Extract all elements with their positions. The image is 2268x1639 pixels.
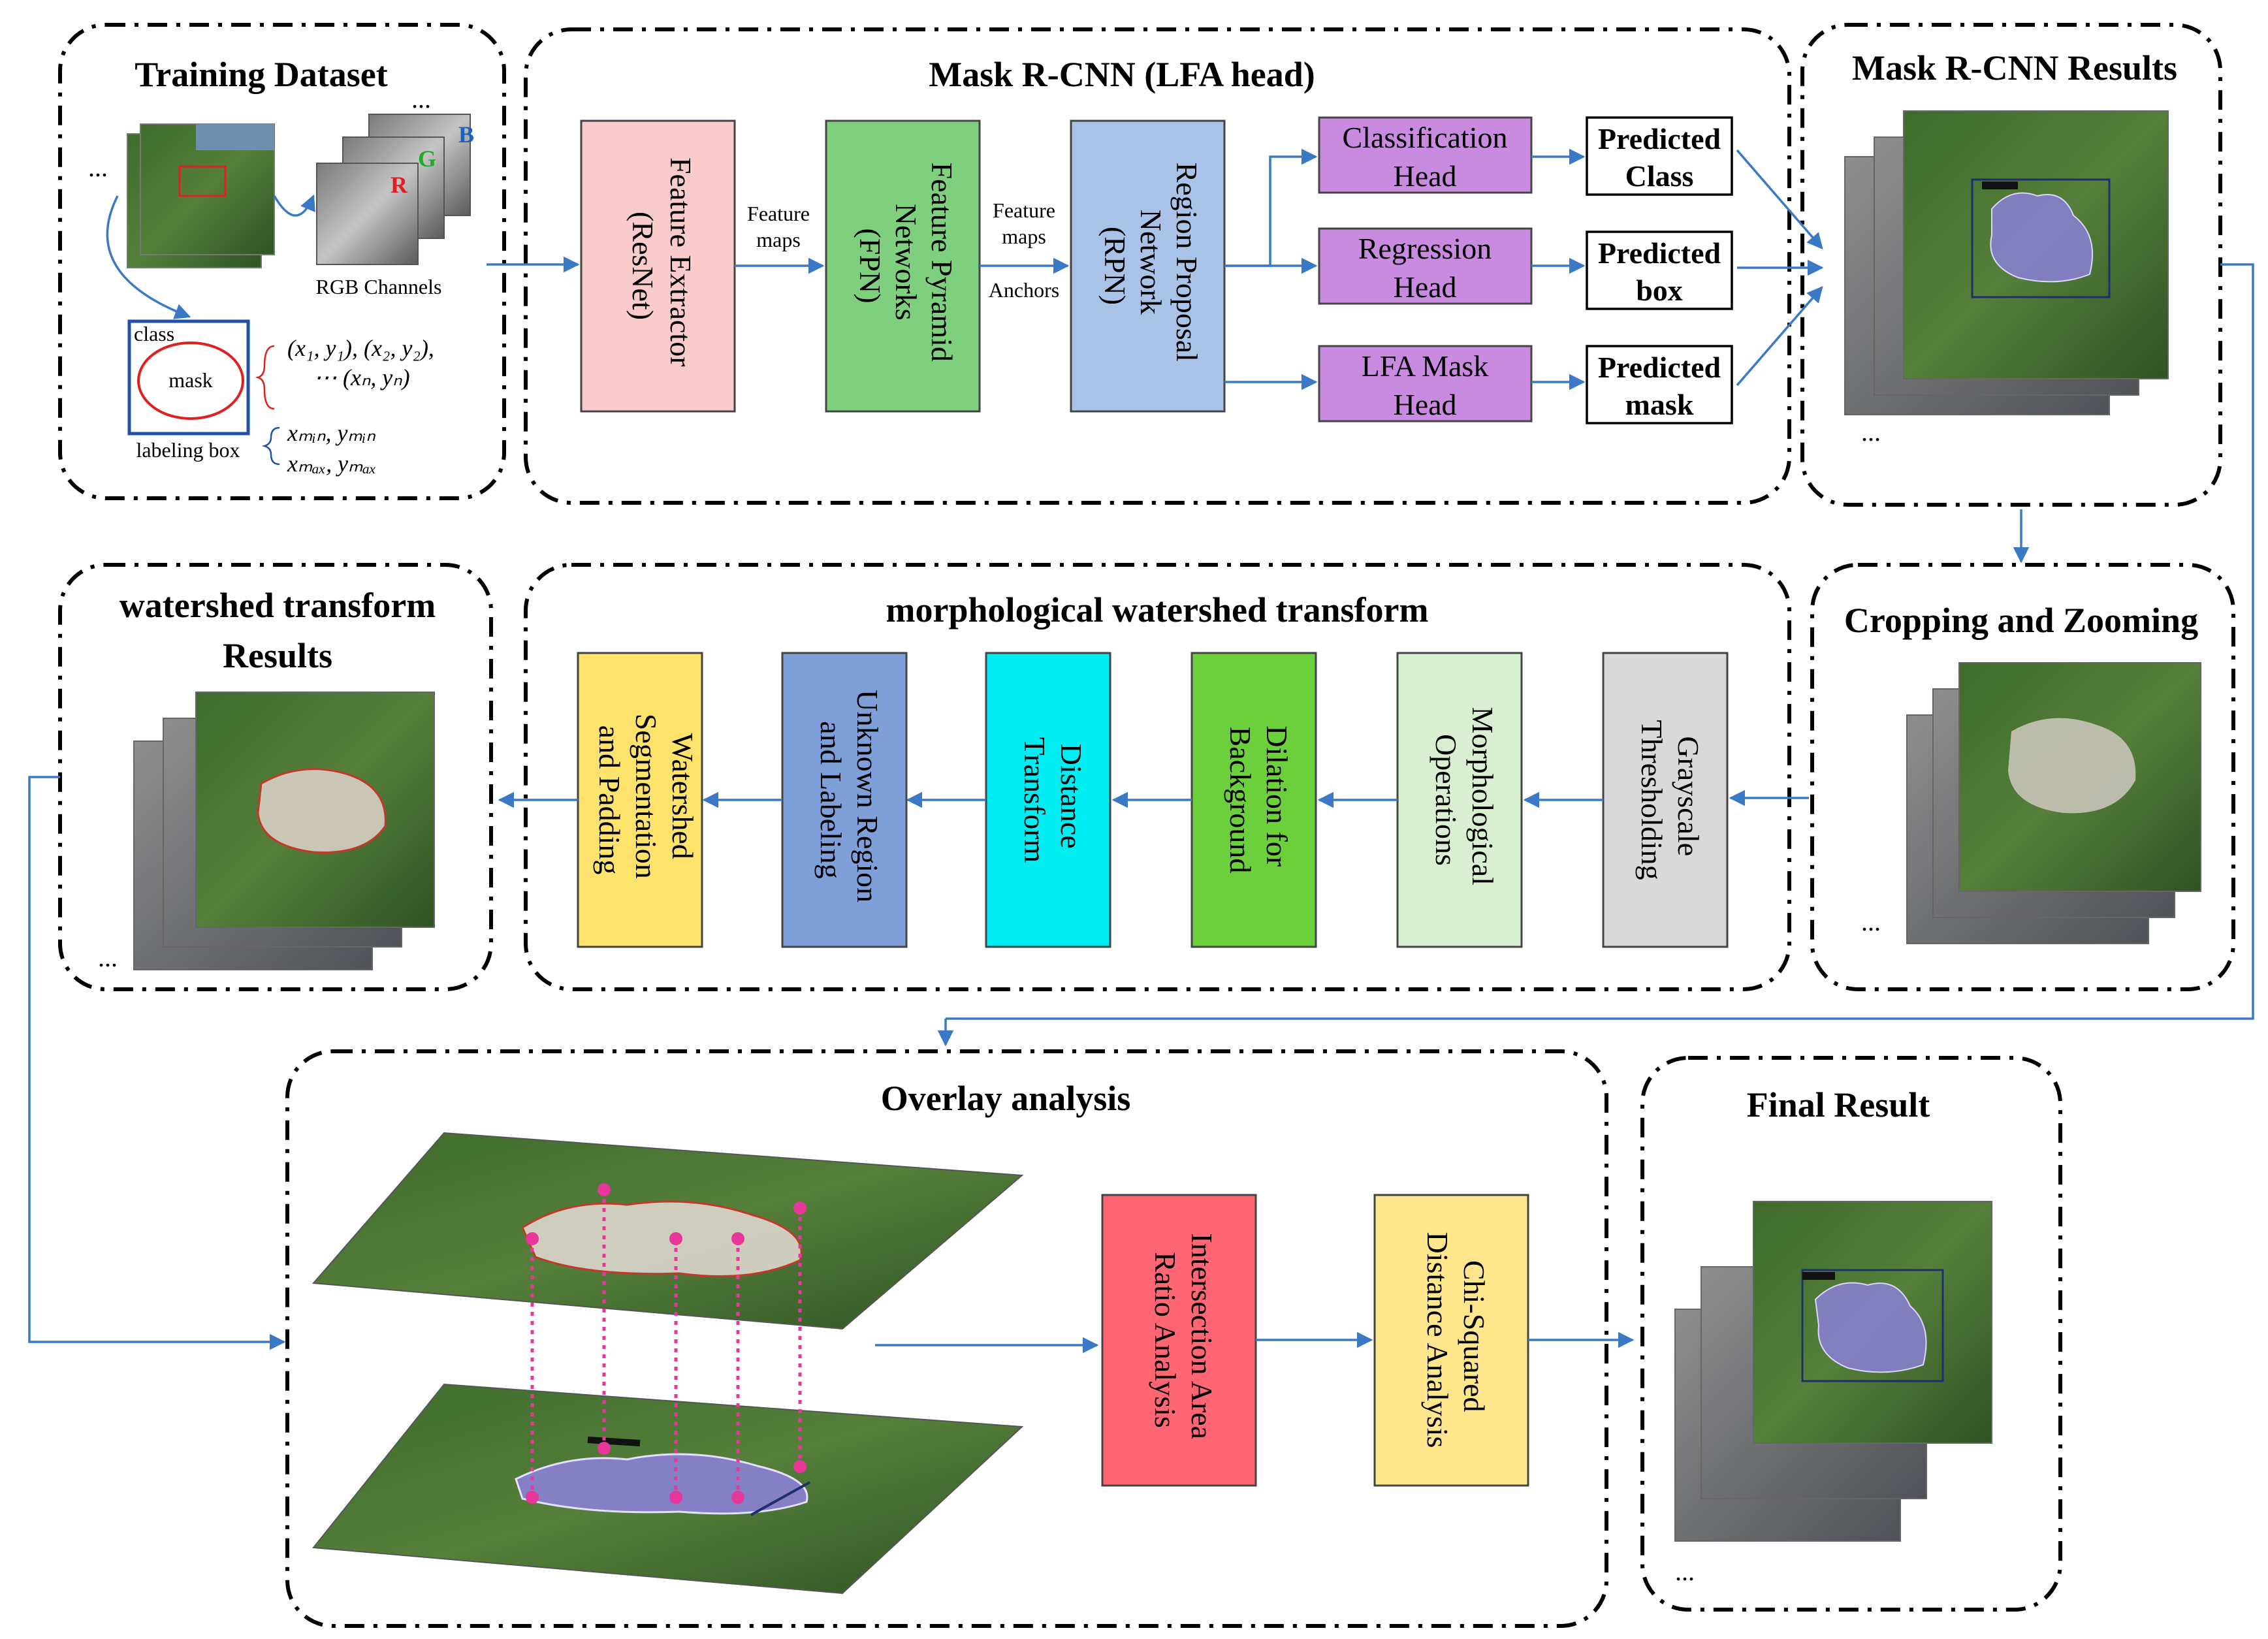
watershed-results-image-stack — [133, 692, 435, 970]
unknown-region-label: Unknown Region and Labeling — [814, 690, 884, 910]
bbox-max-coords: xₘₐₓ, yₘₐₓ — [287, 451, 376, 477]
overlay-title: Overlay analysis — [881, 1079, 1131, 1118]
bbox-min-coords: xₘᵢₙ, yₘᵢₙ — [287, 420, 376, 446]
channel-g-label: G — [418, 146, 436, 172]
morphological-operations-box — [1396, 652, 1523, 948]
chi-squared-label: Chi-Squared Distance Analysis — [1421, 1232, 1491, 1448]
overlay-correspondence-pins — [526, 1183, 807, 1504]
feature-maps-label-2a: Feature — [993, 199, 1055, 222]
connector-results-to-overlay — [946, 263, 2254, 1020]
rgb-channel-stack — [316, 114, 471, 265]
regression-head-box — [1318, 227, 1533, 305]
watershed-results-ellipsis: ... — [98, 943, 118, 972]
cropping-ellipsis: ... — [1861, 907, 1881, 936]
predicted-class-label-1: Predicted — [1598, 122, 1721, 155]
morphological-operations-label: Morphological Operations — [1429, 707, 1499, 893]
feature-extractor-box — [580, 119, 736, 413]
classification-head-box — [1318, 116, 1533, 194]
feature-maps-label-2b: maps — [1002, 225, 1046, 248]
labeling-box-caption: labeling box — [136, 438, 240, 462]
cropping-image-stack — [1906, 662, 2201, 944]
predicted-mask-label-2: mask — [1625, 388, 1694, 421]
labeling-box — [127, 319, 250, 436]
dilation-background-box — [1190, 652, 1317, 948]
overlay-frame — [285, 1049, 1608, 1628]
feature-extractor-label: Feature Extractor (ResNet) — [626, 157, 697, 374]
lfa-mask-head-label-2: Head — [1393, 388, 1456, 421]
feature-maps-label-1a: Feature — [747, 202, 810, 225]
training-aerial-image — [127, 123, 275, 268]
unknown-region-box — [781, 652, 908, 948]
intersection-area-label: Intersection Area Ratio Analysis — [1149, 1233, 1219, 1447]
rgb-channels-caption: RGB Channels — [316, 275, 442, 298]
arrow-image-to-channels — [273, 194, 315, 217]
predicted-mask-box — [1586, 345, 1733, 424]
arrow-mask-to-results — [1736, 286, 1823, 387]
training-ellipsis-top: ... — [411, 84, 431, 114]
overlay-top-layer — [311, 1132, 1024, 1330]
fpn-label: Feature Pyramid Networks (FPN) — [854, 163, 959, 370]
predicted-box-label-1: Predicted — [1598, 236, 1721, 270]
channel-r-label: R — [391, 172, 408, 198]
predicted-mask-label-1: Predicted — [1598, 351, 1721, 384]
predicted-class-label-2: Class — [1625, 159, 1694, 193]
anchors-label: Anchors — [989, 278, 1059, 302]
regression-head-label-1: Regression — [1358, 232, 1492, 265]
overlay-bottom-layer — [312, 1383, 1024, 1595]
rpn-label: Region Proposal Network (RPN) — [1098, 163, 1204, 370]
training-ellipsis-left: ... — [88, 153, 108, 182]
arrow-rpn-to-classification — [1224, 148, 1318, 267]
coords-brace — [255, 345, 275, 410]
cropping-title: Cropping and Zooming — [1844, 601, 2198, 640]
feature-maps-label-1b: maps — [756, 228, 801, 251]
predicted-class-box — [1586, 116, 1733, 196]
grayscale-thresholding-box — [1602, 652, 1729, 948]
predicted-box-label-2: box — [1636, 274, 1683, 307]
watershed-segmentation-label: Watershed Segmentation and Padding — [593, 714, 699, 886]
training-dataset-frame — [58, 23, 506, 500]
maskrcnn-results-image-stack — [1844, 110, 2169, 415]
connector-watershed-to-overlay — [28, 776, 286, 1350]
final-result-ellipsis: ... — [1675, 1557, 1695, 1586]
grayscale-thresholding-label: Grayscale Thresholding — [1635, 720, 1705, 880]
final-frame — [1640, 1056, 2062, 1612]
watershed-segmentation-box — [577, 652, 703, 948]
classification-head-label-1: Classification — [1343, 121, 1508, 154]
regression-head-label-2: Head — [1393, 270, 1456, 304]
maskrcnn-frame — [524, 27, 1791, 505]
final-title: Final Result — [1747, 1085, 1930, 1124]
class-label: class — [134, 322, 174, 345]
dilation-background-label: Dilation for Background — [1224, 725, 1294, 874]
classification-head-label-2: Head — [1393, 159, 1456, 193]
channel-b-label: B — [458, 121, 474, 148]
lfa-mask-head-box — [1318, 345, 1533, 422]
morph-title: morphological watershed transform — [886, 590, 1429, 629]
arrow-class-to-results — [1736, 149, 1823, 249]
mask-coords-line1: (x₁, y₁), (x₂, y₂), — [287, 335, 434, 361]
arrow-image-to-labeling — [106, 195, 191, 319]
intersection-area-box — [1101, 1194, 1257, 1487]
maskrcnn-results-ellipsis: ... — [1861, 417, 1881, 447]
distance-transform-box — [985, 652, 1111, 948]
distance-transform-label: Distance Transform — [1018, 737, 1088, 863]
maskrcnn-title: Mask R-CNN (LFA head) — [929, 55, 1315, 94]
mask-label: mask — [168, 368, 213, 392]
lfa-mask-head-label-1: LFA Mask — [1362, 349, 1489, 383]
cropping-frame — [1810, 563, 2235, 991]
final-result-image-stack — [1674, 1201, 1992, 1542]
fpn-box — [825, 119, 981, 413]
watershed-results-title-2: Results — [223, 636, 332, 675]
chi-squared-box — [1373, 1194, 1529, 1487]
mask-coords-line2: ⋯ (xₙ, yₙ) — [313, 364, 410, 390]
watershed-results-title-1: watershed transform — [120, 586, 436, 625]
maskrcnn-results-title: Mask R-CNN Results — [1852, 48, 2177, 88]
bbox-brace — [261, 426, 280, 466]
morph-frame — [524, 563, 1791, 991]
predicted-box-box — [1586, 231, 1733, 310]
training-dataset-title: Training Dataset — [135, 55, 388, 94]
rpn-box — [1070, 119, 1226, 413]
